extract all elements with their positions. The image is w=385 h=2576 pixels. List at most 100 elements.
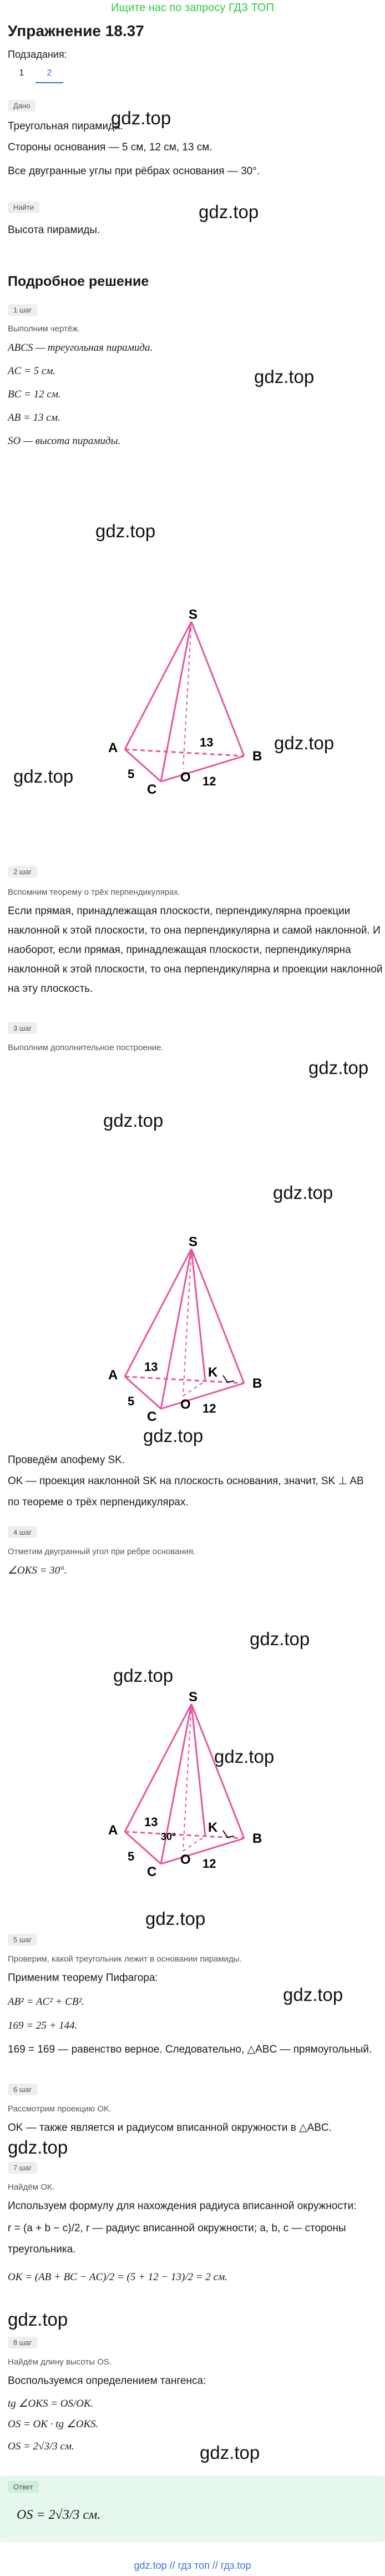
label-12: 12 [202, 1402, 216, 1415]
step-desc: Выполним дополнительное построение. [8, 1043, 164, 1052]
pyramid-figure-3: S A B C 5 13 12 O K 30° [108, 1690, 262, 1879]
label-13: 13 [200, 735, 213, 749]
watermark: gdz.top [250, 1629, 310, 1649]
step-desc: Отметим двугранный угол при ребре основа… [8, 1547, 196, 1556]
watermark: gdz.top [199, 201, 259, 222]
step-badge: 1 шаг [8, 304, 38, 316]
label-k: K [208, 1365, 218, 1380]
step-line: 169 = 169 — равенство верное. Следовател… [8, 2044, 372, 2055]
step-line: ∠OKS = 30°. [8, 1565, 67, 1576]
step-line: наклонной к этой плоскости, то она перпе… [8, 925, 381, 936]
step-line: Воспользуемся определением тангенса: [8, 2375, 206, 2387]
watermark: gdz.top [254, 366, 315, 387]
label-a: A [108, 1368, 118, 1383]
watermark: gdz.top [103, 1110, 164, 1131]
step-line: наоборот, если прямая, принадлежащая пло… [8, 944, 351, 956]
watermark: gdz.top [8, 2137, 68, 2157]
step-line: tg ∠OKS = OS/OK. [8, 2398, 94, 2409]
answer-badge: Ответ [8, 2481, 39, 2493]
step-line: Если прямая, принадлежащая плоскости, пе… [8, 905, 351, 917]
page-title: Упражнение 18.37 [8, 22, 144, 39]
given-line: Треугольная пирамида. [8, 120, 123, 132]
step-line: r = (a + b − c)/2, r — радиус вписанной … [8, 2222, 346, 2234]
label-o: O [180, 1852, 191, 1867]
footer-links[interactable]: gdz.top // гдз топ // гдз.top [134, 2560, 251, 2571]
label-b: B [252, 1831, 262, 1846]
step-badge: 7 шаг [8, 2162, 38, 2174]
step-line: по теореме о трёх перпендикулярах. [8, 1496, 189, 1508]
watermark: gdz.top [111, 108, 171, 128]
watermark: gdz.top [95, 521, 156, 541]
label-5: 5 [128, 1394, 134, 1408]
step-desc: Вспомним теорему о трёх перпендикулярах. [8, 888, 181, 897]
watermark: gdz.top [273, 1182, 333, 1203]
watermark: gdz.top [113, 1665, 174, 1686]
step-desc: Выполним чертёж. [8, 324, 80, 334]
step-line: ABCS — треугольная пирамида. [8, 342, 153, 354]
label-o: O [180, 1397, 191, 1412]
step-line: Проведём апофему SK. [8, 1454, 125, 1466]
label-12: 12 [202, 1857, 216, 1871]
step-badge: 8 шаг [8, 2337, 38, 2348]
step-line: OS = 2√3/3 см. [8, 2441, 74, 2452]
watermark: gdz.top [13, 766, 74, 787]
step-line: BC = 12 см. [8, 389, 61, 400]
label-s: S [189, 1690, 197, 1705]
step-desc: Рассмотрим проекцию OK. [8, 2104, 112, 2114]
step-line: на эту плоскость. [8, 983, 93, 995]
label-k: K [208, 1820, 218, 1835]
step-line: AC = 5 см. [8, 365, 56, 377]
label-a: A [108, 1823, 118, 1838]
label-s: S [189, 607, 197, 622]
given-badge: Дано [8, 100, 36, 112]
tab-1[interactable]: 1 [19, 68, 24, 78]
step-badge: 6 шаг [8, 2084, 38, 2095]
step-line: OK — проекция наклонной SK на плоскость … [8, 1475, 364, 1487]
label-12: 12 [202, 774, 216, 788]
label-s: S [189, 1234, 197, 1249]
step-badge: 3 шаг [8, 1022, 38, 1034]
label-c: C [147, 1409, 156, 1421]
label-5: 5 [128, 1849, 134, 1863]
step-line: Применим теорему Пифагора: [8, 1972, 158, 1984]
step-badge: 2 шаг [8, 866, 38, 878]
label-13: 13 [144, 1360, 158, 1374]
find-badge: Найти [8, 201, 40, 213]
step-desc: Найдём OK. [8, 2182, 55, 2192]
tab-2[interactable]: 2 [36, 65, 63, 83]
step-line: OK = (AB + BC − AC)/2 = (5 + 12 − 13)/2 … [8, 2271, 227, 2283]
given-line: Все двугранные углы при рёбрах основания… [8, 165, 260, 177]
watermark: gdz.top [308, 1057, 369, 1078]
step-badge: 4 шаг [8, 1526, 38, 1538]
find-line: Высота пирамиды. [8, 224, 100, 236]
subtasks-label: Подзадания: [8, 49, 67, 60]
step-line: SO — высота пирамиды. [8, 435, 121, 447]
step-line: треугольника. [8, 2244, 76, 2255]
watermark: gdz.top [143, 1425, 204, 1446]
step-line: Используем формулу для нахождения радиус… [8, 2200, 357, 2212]
step-line: AB² = AC² + CB². [8, 1996, 84, 2008]
solution-title: Подробное решение [8, 274, 149, 289]
label-13: 13 [144, 1815, 158, 1829]
label-c: C [147, 782, 156, 794]
step-badge: 5 шаг [8, 1934, 38, 1945]
watermark: gdz.top [8, 2309, 68, 2330]
label-o: O [180, 770, 191, 785]
pyramid-figure-1: S A B C 5 13 12 O [108, 607, 262, 794]
watermark: gdz.top [283, 1984, 343, 2005]
watermark: gdz.top [200, 2442, 260, 2463]
step-line: AB = 13 см. [8, 412, 60, 424]
label-c: C [147, 1864, 156, 1879]
pyramid-figure-2: S A B C 5 13 12 O K [108, 1234, 262, 1421]
step-line: 169 = 25 + 144. [8, 2020, 78, 2031]
step-line: OK — также является и радиусом вписанной… [8, 2122, 332, 2134]
watermark: gdz.top [214, 1746, 275, 1767]
watermark: gdz.top [145, 1908, 206, 1929]
label-5: 5 [128, 767, 134, 781]
given-line: Стороны основания — 5 см, 12 см, 13 см. [8, 142, 212, 153]
top-search-hint[interactable]: Ищите нас по запросу ГДЗ ТОП [111, 2, 274, 14]
watermark: gdz.top [274, 733, 335, 753]
answer-box: Ответ OS = 2√3/3 см. [0, 2476, 385, 2542]
label-b: B [252, 749, 262, 764]
answer-text: OS = 2√3/3 см. [17, 2508, 101, 2522]
